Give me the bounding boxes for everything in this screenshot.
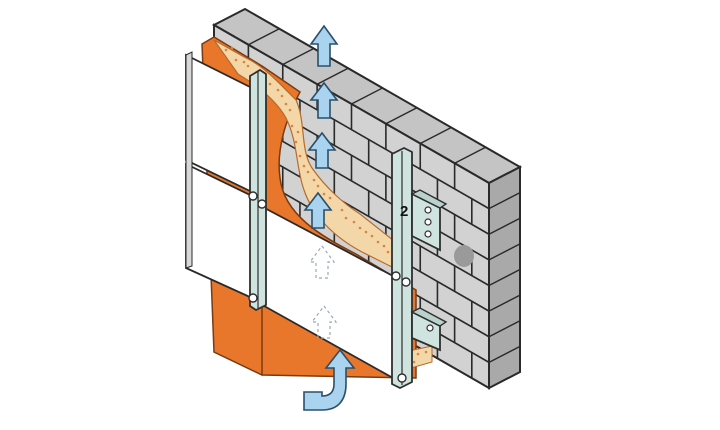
insulation-dot — [230, 46, 234, 50]
panel-clips — [248, 191, 411, 383]
airflow-up-arrow-icon — [303, 191, 333, 229]
bracket-bolt-icon — [424, 230, 432, 238]
insulation-dot — [358, 226, 362, 230]
wall-anchor-hole — [454, 245, 474, 267]
bracket-bolt-icon — [424, 206, 432, 214]
insulation-dot — [376, 240, 380, 244]
wall-brackets — [410, 189, 448, 352]
insulation-dot — [382, 244, 386, 248]
clip — [391, 271, 401, 281]
panel-edge-left — [185, 51, 193, 269]
insulation-dot — [298, 154, 302, 158]
insulation-dot — [296, 130, 300, 134]
insulation-dot — [344, 216, 348, 220]
insulation-dot — [268, 82, 272, 86]
airflow-up-arrow-icon — [307, 131, 337, 169]
clip — [248, 191, 258, 201]
insulation-dot — [294, 140, 298, 144]
insulation-dot — [322, 192, 326, 196]
bracket-bolt-icon — [426, 324, 434, 332]
insulation-dot — [290, 124, 294, 128]
insulation-dot — [328, 196, 332, 200]
insulation-dot — [224, 48, 228, 52]
clip — [397, 373, 407, 383]
insulation-dot — [234, 58, 238, 62]
airflow-up-arrow-icon — [309, 81, 339, 119]
insulation-dot — [412, 360, 416, 364]
insulation-dot — [306, 170, 310, 174]
clip — [401, 277, 411, 287]
insulation-dot — [364, 230, 368, 234]
insulation-dot — [312, 178, 316, 182]
bracket-bolt-icon — [424, 218, 432, 226]
insulation-dot — [340, 208, 344, 212]
airflow-arrows — [303, 24, 356, 411]
insulation-dot — [242, 60, 246, 64]
rail-number-label: 2 — [400, 203, 408, 220]
brick-end-lines — [248, 28, 521, 363]
insulation-dot — [246, 64, 250, 68]
airflow-inlet-arrow-icon — [303, 348, 356, 411]
clip — [248, 293, 258, 303]
insulation-dot — [424, 350, 428, 354]
clip — [257, 199, 267, 209]
insulation-dot — [276, 88, 280, 92]
insulation-dot — [370, 234, 374, 238]
insulation-dot — [386, 250, 390, 254]
support-rails — [249, 68, 413, 390]
insulation-dot — [352, 220, 356, 224]
insulation-dot — [302, 164, 306, 168]
insulation-dot — [280, 94, 284, 98]
insulation-dot — [284, 102, 288, 106]
insulation-dot — [416, 352, 420, 356]
insulation-dot — [316, 184, 320, 188]
insulation-dot — [288, 108, 292, 112]
airflow-up-arrow-icon — [309, 24, 339, 67]
